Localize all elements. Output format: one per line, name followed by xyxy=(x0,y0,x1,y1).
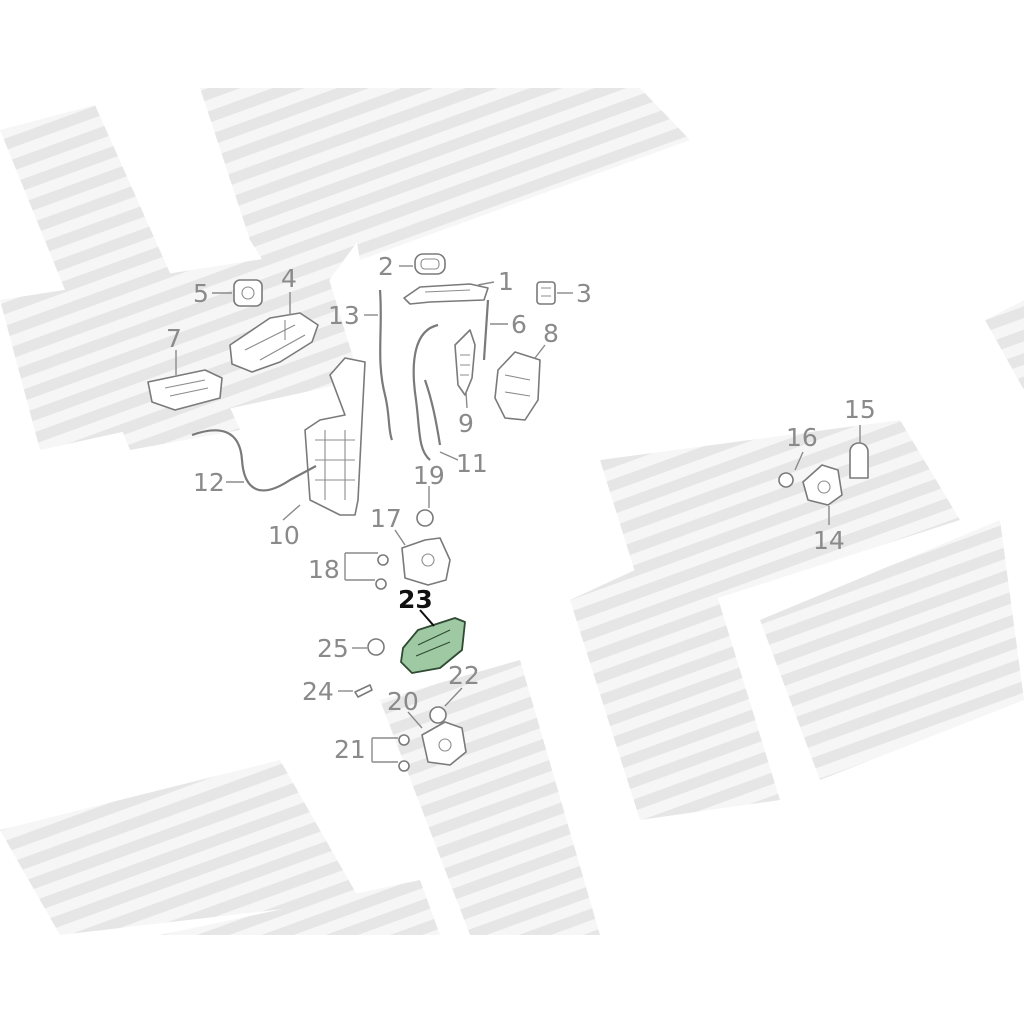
callout-1: 1 xyxy=(498,267,514,296)
watermark-logo xyxy=(0,88,1024,935)
part-25-nut xyxy=(367,638,385,656)
callout-23-highlighted: 23 xyxy=(398,585,433,614)
callout-13: 13 xyxy=(328,301,360,330)
callout-14: 14 xyxy=(813,526,845,555)
part-22-clip xyxy=(429,706,447,724)
callout-6: 6 xyxy=(511,310,527,339)
callout-8: 8 xyxy=(543,319,559,348)
callout-labels: 1 2 3 4 5 6 7 8 9 10 11 12 13 14 15 16 1… xyxy=(166,252,876,764)
part-18-bolts xyxy=(375,554,389,590)
part-7-cover xyxy=(147,369,223,411)
callout-10: 10 xyxy=(268,521,300,550)
callout-24: 24 xyxy=(302,677,334,706)
part-17-upper-hinge xyxy=(401,537,451,586)
callout-17: 17 xyxy=(370,504,402,533)
part-16-bolt xyxy=(778,472,794,488)
part-9-lever xyxy=(454,329,476,396)
part-6-rod xyxy=(482,299,490,361)
callout-20: 20 xyxy=(387,687,419,716)
callout-4: 4 xyxy=(281,264,297,293)
part-19-clip xyxy=(416,509,434,527)
callout-12: 12 xyxy=(193,468,225,497)
part-3-block xyxy=(536,281,556,305)
part-12-cable xyxy=(191,429,317,492)
callout-18: 18 xyxy=(308,555,340,584)
callout-2: 2 xyxy=(378,252,394,281)
callout-22: 22 xyxy=(448,661,480,690)
callout-25: 25 xyxy=(317,634,349,663)
part-23-highlighted xyxy=(400,617,466,674)
part-15-clip xyxy=(849,442,869,479)
part-24-screw xyxy=(354,684,373,698)
callout-5: 5 xyxy=(193,279,209,308)
callout-9: 9 xyxy=(458,409,474,438)
part-11-cable xyxy=(412,323,442,461)
part-10-module-frame xyxy=(304,357,366,516)
callout-15: 15 xyxy=(844,395,876,424)
part-2-bezel xyxy=(414,253,446,275)
callout-3: 3 xyxy=(576,279,592,308)
callout-21: 21 xyxy=(334,735,366,764)
part-20-lower-hinge xyxy=(421,721,467,766)
part-5-cap xyxy=(233,279,263,307)
part-8-lock xyxy=(494,351,541,421)
part-4-carrier xyxy=(229,312,319,373)
callout-11: 11 xyxy=(456,449,488,478)
part-1-outside-handle xyxy=(403,283,489,305)
callout-19: 19 xyxy=(413,461,445,490)
callout-7: 7 xyxy=(166,324,182,353)
part-14-striker xyxy=(802,464,843,506)
callout-16: 16 xyxy=(786,423,818,452)
part-13-rod xyxy=(378,289,394,441)
part-21-bolts xyxy=(398,734,410,772)
leader-lines xyxy=(175,265,861,763)
